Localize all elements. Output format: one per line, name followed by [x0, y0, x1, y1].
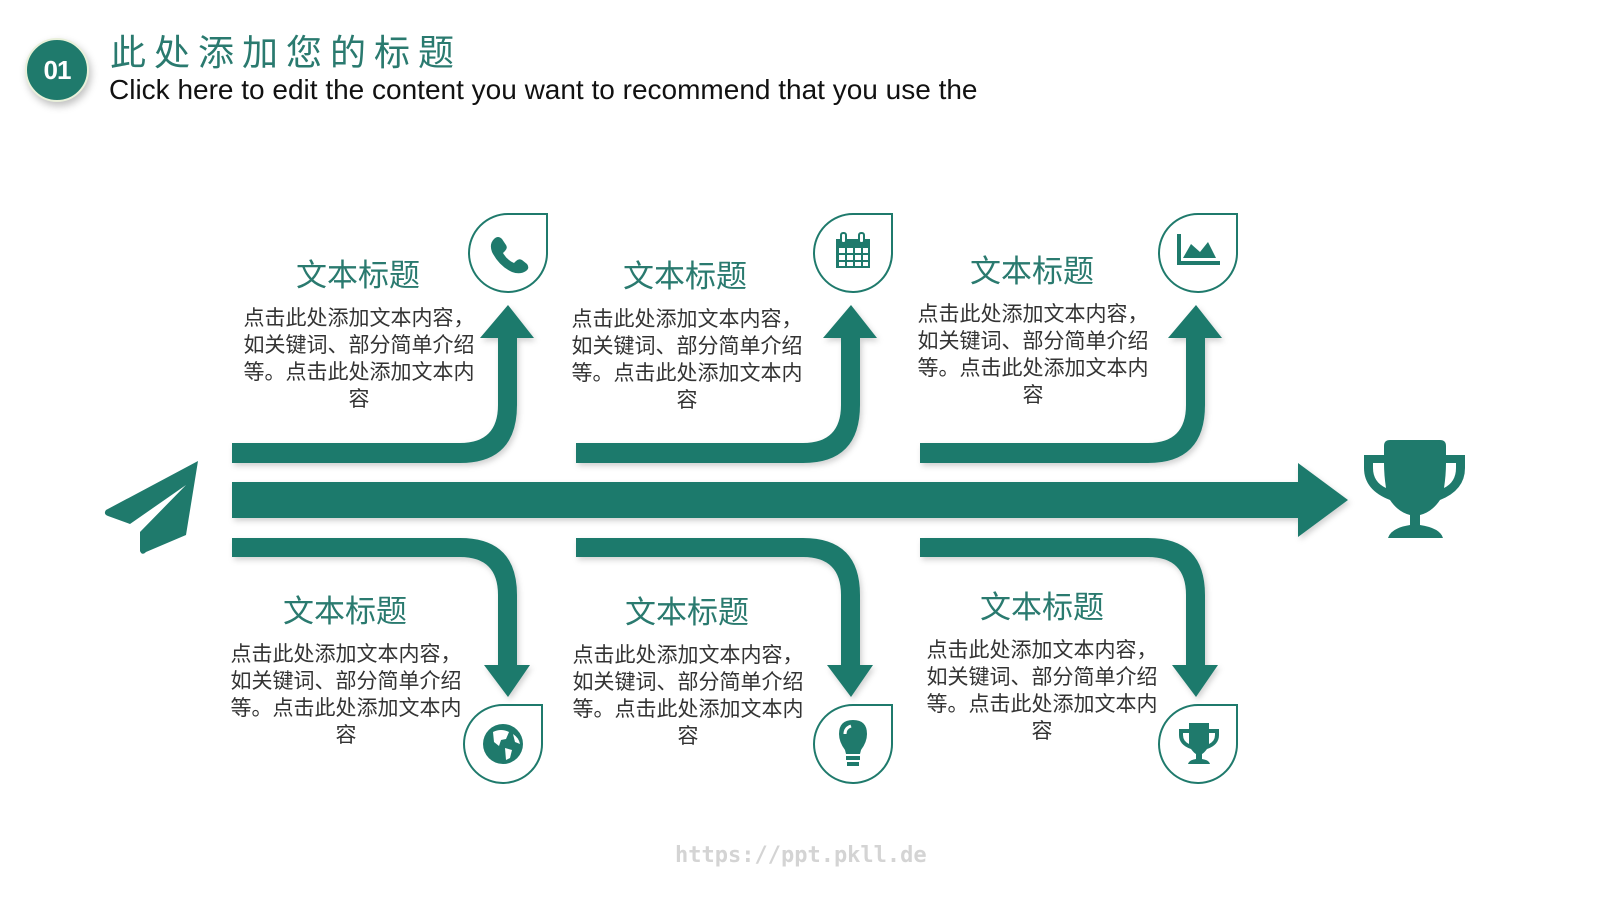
- lightbulb-icon: [839, 720, 867, 766]
- paper-plane-icon: [104, 461, 198, 554]
- item-body-top-3[interactable]: 点击此处添加文本内容，如关键词、部分简单介绍等。点击此处添加文本内容: [917, 302, 1149, 407]
- item-title-bottom-3[interactable]: 文本标题: [980, 590, 1104, 626]
- item-title-bottom-2[interactable]: 文本标题: [625, 595, 749, 631]
- section-number-badge: 01: [25, 38, 89, 102]
- item-title-bottom-1[interactable]: 文本标题: [283, 594, 407, 630]
- item-body-bottom-1[interactable]: 点击此处添加文本内容，如关键词、部分简单介绍等。点击此处添加文本内容: [230, 642, 462, 747]
- watermark: https://ppt.pkll.de: [675, 843, 927, 868]
- page-subtitle[interactable]: Click here to edit the content you want …: [109, 74, 978, 105]
- bottom-arrow-1: [232, 538, 530, 697]
- top-arrow-2: [576, 305, 877, 463]
- calendar-icon: [836, 232, 870, 268]
- trophy-icon: [1364, 440, 1465, 538]
- bottom-arrow-3: [920, 538, 1218, 697]
- top-arrow-3: [920, 305, 1222, 463]
- main-arrow: [232, 463, 1348, 537]
- trophy-small-icon: [1179, 723, 1219, 764]
- icon-frame-top-1: [468, 213, 549, 293]
- area-chart-icon: [1177, 234, 1220, 265]
- bottom-arrow-2: [576, 538, 873, 697]
- phone-icon: [490, 237, 529, 274]
- top-arrow-1: [232, 305, 534, 463]
- item-body-bottom-3[interactable]: 点击此处添加文本内容，如关键词、部分简单介绍等。点击此处添加文本内容: [926, 638, 1158, 743]
- globe-icon: [483, 724, 523, 764]
- item-title-top-1[interactable]: 文本标题: [296, 258, 420, 294]
- page-title[interactable]: 此处添加您的标题: [110, 33, 463, 74]
- item-body-top-1[interactable]: 点击此处添加文本内容，如关键词、部分简单介绍等。点击此处添加文本内容: [243, 306, 475, 411]
- item-title-top-3[interactable]: 文本标题: [970, 254, 1094, 290]
- item-title-top-2[interactable]: 文本标题: [623, 259, 747, 295]
- item-body-top-2[interactable]: 点击此处添加文本内容，如关键词、部分简单介绍等。点击此处添加文本内容: [571, 307, 803, 412]
- item-body-bottom-2[interactable]: 点击此处添加文本内容，如关键词、部分简单介绍等。点击此处添加文本内容: [572, 643, 804, 748]
